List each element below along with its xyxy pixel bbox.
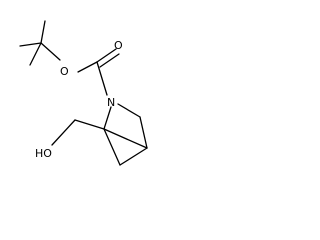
bridgehead-to-right-bond [103, 128, 148, 149]
nitrogen-to-bridgehead-bond [103, 106, 112, 130]
tbutyl-methyl-left-bond [19, 42, 42, 47]
carbonyl-double-bond-b [99, 53, 120, 68]
ring-nitrogen-label: N [107, 96, 115, 109]
tbutyl-methyl-bottom-bond [29, 42, 42, 66]
bridgehead-to-ch2oh-bond [74, 119, 105, 130]
carbonyl-to-nitrogen-bond [96, 61, 108, 96]
carbonyl-oxygen-label: O [114, 39, 123, 52]
carbonyl-double-bond-a [96, 48, 117, 63]
tbutyl-methyl-top-bond [40, 20, 46, 44]
ester-oxygen-label: O [60, 65, 69, 78]
ch2-to-bridgehead-right-bond [139, 116, 148, 149]
ch2-to-hydroxyl-bond [51, 119, 76, 146]
oxygen-to-carbonyl-bond [77, 61, 98, 73]
molecule-structure: O O N HO [19, 20, 148, 166]
tbutyl-to-oxygen-bond [40, 42, 61, 61]
nitrogen-to-ch2-bond [117, 103, 141, 118]
ring-bottom-to-right-bond [119, 147, 148, 166]
bridgehead-to-ring-bottom-bond [103, 128, 121, 166]
hydroxyl-label: HO [35, 147, 52, 160]
